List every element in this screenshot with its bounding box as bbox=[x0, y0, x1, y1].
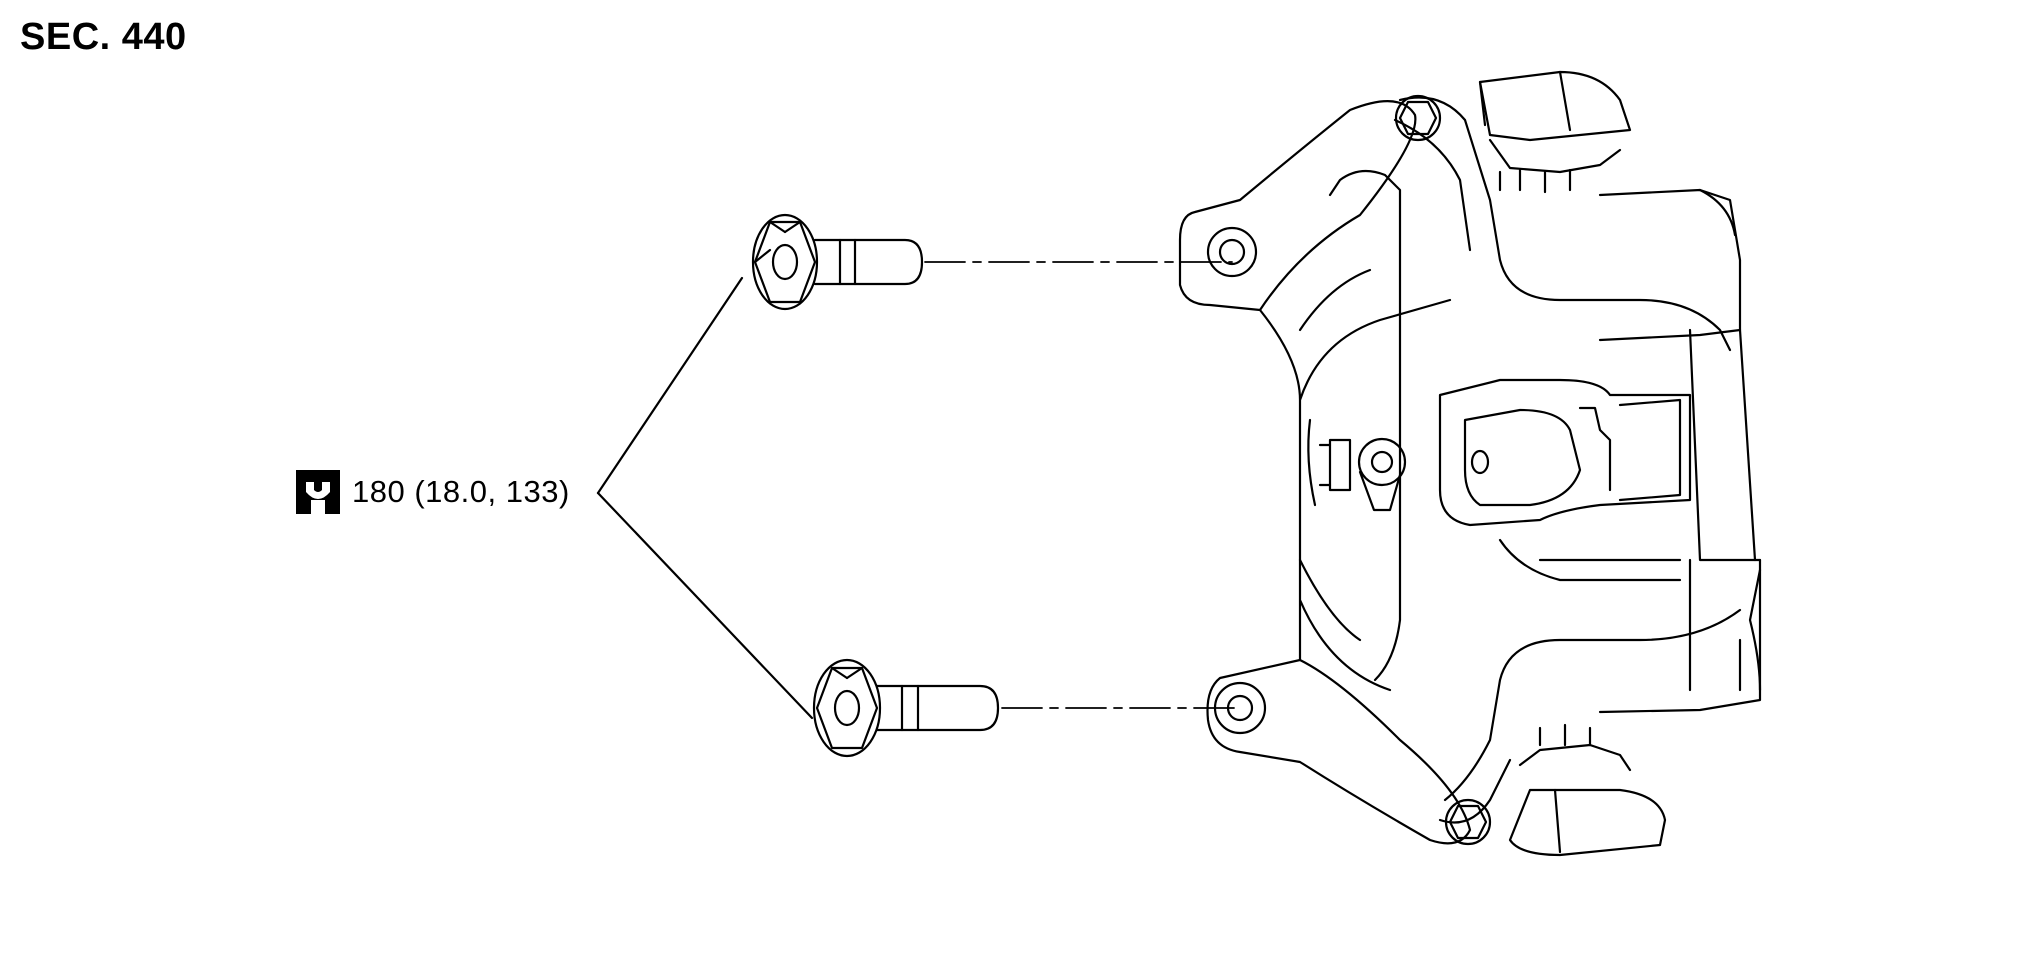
upper-bolt bbox=[751, 213, 924, 311]
lower-bolt bbox=[812, 658, 1000, 758]
alignment-lines bbox=[924, 261, 1239, 709]
leader-lines bbox=[596, 276, 814, 720]
torque-value: 180 (18.0, 133) bbox=[352, 474, 570, 509]
torque-callout: 180 (18.0, 133) bbox=[296, 470, 570, 514]
torque-wrench-icon bbox=[296, 470, 340, 514]
section-label: SEC. 440 bbox=[20, 16, 187, 58]
brake-caliper bbox=[1178, 70, 1762, 857]
